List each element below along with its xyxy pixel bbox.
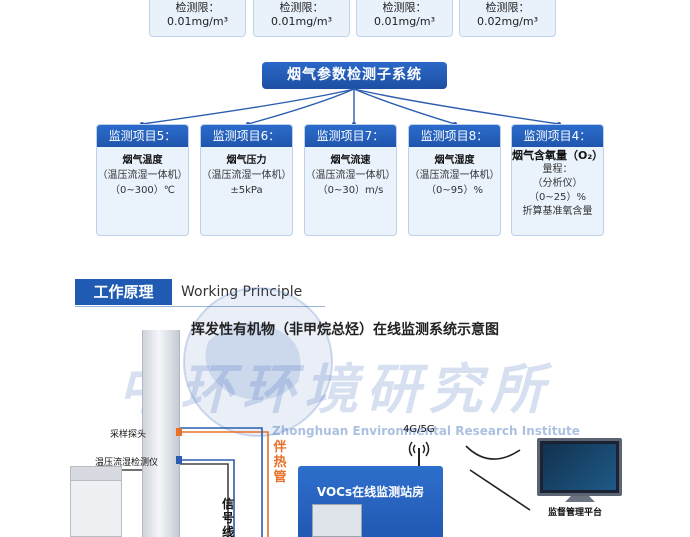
monitor-item-range: （0~95）%	[426, 185, 483, 196]
sensor-label: 温压流湿检测仪	[95, 458, 159, 468]
monitor-item-card: 监测项目5： 烟气温度 （温压流湿一体机） （0~300）℃	[96, 124, 189, 236]
monitor-item-card: 监测项目8： 烟气湿度 （温压流湿一体机） （0~95）%	[408, 124, 501, 236]
monitor-item-note: 折算基准氧含量	[522, 206, 593, 217]
detection-limit-card: 检测限： 0.01mg/m³	[149, 0, 246, 37]
monitor-item-card: 监测项目6： 烟气压力 （温压流湿一体机） ±5kPa	[200, 124, 293, 236]
monitor-item-range: （0~30）m/s	[317, 185, 384, 196]
monitor-item-range: ±5kPa	[230, 185, 263, 196]
watermark-globe-icon	[183, 287, 333, 437]
detection-limit-card: 检测限： 0.02mg/m³	[459, 0, 556, 37]
subsystem-title: 烟气参数检测子系统	[262, 62, 447, 89]
detection-limit-value: 0.01mg/m³	[270, 15, 333, 28]
monitor-item-head: 监测项目6：	[201, 125, 292, 147]
section-title-en: Working Principle	[181, 284, 302, 300]
monitor-item-card: 监测项目7： 烟气流速 （温压流湿一体机） （0~30）m/s	[304, 124, 397, 236]
monitor-item-device: （温压流湿一体机）	[409, 170, 500, 181]
network-label: 4G/5G	[403, 424, 435, 435]
detection-limit-label: 检测限：	[279, 1, 324, 14]
monitor-item-range: （0~300）℃	[109, 185, 176, 196]
watermark-text: 中环环境研究所	[118, 357, 552, 421]
station-label: VOCs在线监测站房	[316, 485, 425, 499]
detection-limit-card: 检测限： 0.01mg/m³	[253, 0, 350, 37]
monitor-item-device: （温压流湿一体机）	[305, 170, 396, 181]
on-site-analyzer	[70, 466, 122, 537]
monitor-stand	[565, 496, 595, 502]
monitor-item-head: 监测项目4：	[512, 125, 603, 147]
signal-line-label: 信号线	[221, 497, 234, 537]
monitor-item-head: 监测项目7：	[305, 125, 396, 147]
detection-limit-value: 0.02mg/m³	[476, 15, 539, 28]
monitor-item-head: 监测项目8：	[409, 125, 500, 147]
detection-limit-label: 检测限：	[175, 1, 220, 14]
monitor-item-name: 烟气流速	[330, 155, 371, 166]
monitor-item-device: （温压流湿一体机）	[201, 170, 292, 181]
detection-limit-value: 0.01mg/m³	[166, 15, 229, 28]
section-title-zh: 工作原理	[75, 279, 172, 305]
monitor-item-name: 烟气温度	[122, 155, 163, 166]
monitoring-station: VOCs在线监测站房	[298, 466, 443, 537]
monitor-item-name: 烟气湿度	[434, 155, 475, 166]
watermark-text-en: Zhonghuan Environmental Research Institu…	[272, 424, 580, 438]
monitor-item-card: 监测项目4： 烟气含氧量（O₂） 量程： （分析仪） （0~25）% 折算基准氧…	[511, 124, 604, 236]
detection-limit-label: 检测限：	[485, 1, 530, 14]
probe-label: 采样探头	[110, 430, 147, 440]
monitor-item-head: 监测项目5：	[97, 125, 188, 147]
platform-monitor-icon	[537, 438, 622, 496]
monitor-item-name: 烟气压力	[226, 155, 267, 166]
top-cards-row: 检测限： 0.01mg/m³ 检测限： 0.01mg/m³ 检测限： 0.01m…	[0, 0, 690, 40]
heat-pipe-label: 伴热管	[273, 440, 287, 485]
section-underline	[75, 306, 325, 307]
detection-limit-value: 0.01mg/m³	[373, 15, 436, 28]
monitor-item-device: （分析仪）	[532, 178, 583, 189]
detection-limit-card: 检测限： 0.01mg/m³	[356, 0, 453, 37]
monitor-item-range: （0~25）%	[529, 192, 586, 203]
detection-limit-label: 检测限：	[382, 1, 427, 14]
analyzer-cabinet	[312, 504, 362, 537]
monitor-item-name: 烟气含氧量（O₂）	[512, 149, 604, 162]
monitor-item-device: （温压流湿一体机）	[97, 170, 188, 181]
monitor-item-range-label: 量程：	[542, 164, 573, 175]
antenna-icon	[408, 441, 430, 466]
platform-label: 监督管理平台	[548, 508, 603, 518]
diagram-title: 挥发性有机物（非甲烷总烃）在线监测系统示意图	[191, 322, 499, 338]
